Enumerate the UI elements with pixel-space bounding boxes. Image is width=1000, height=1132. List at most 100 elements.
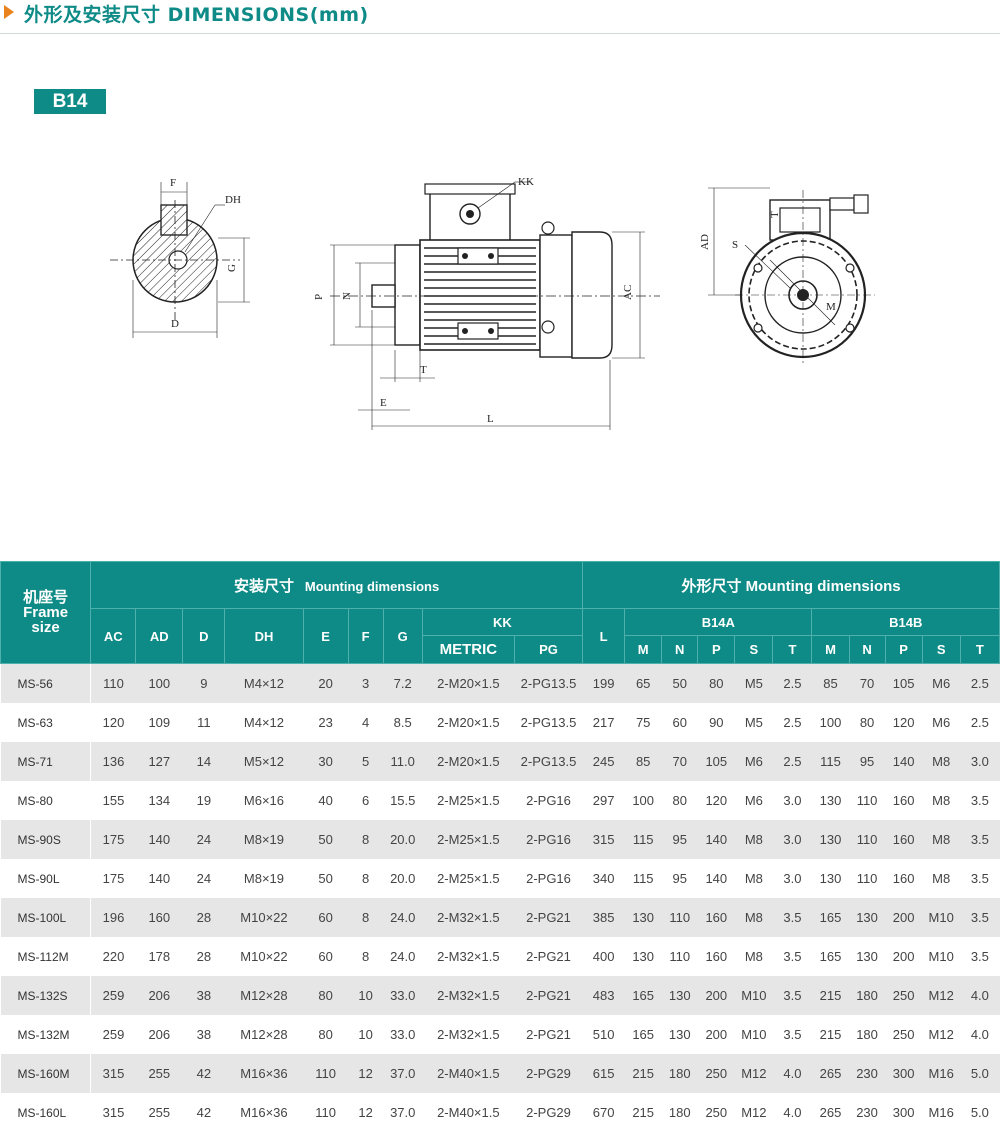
cell-bs: M8 bbox=[922, 781, 960, 820]
cell-l: 670 bbox=[583, 1093, 625, 1132]
cell-ap: 200 bbox=[698, 976, 735, 1015]
cell-f: 12 bbox=[348, 1054, 383, 1093]
cell-an: 110 bbox=[662, 937, 698, 976]
cell-bn: 230 bbox=[849, 1093, 885, 1132]
cell-ad: 127 bbox=[136, 742, 183, 781]
cell-ad: 255 bbox=[136, 1054, 183, 1093]
cell-bm: 165 bbox=[812, 898, 849, 937]
triangle-bullet-icon bbox=[4, 5, 14, 19]
cell-d: 24 bbox=[183, 859, 225, 898]
cell-ad: 134 bbox=[136, 781, 183, 820]
col-b14b: B14B bbox=[812, 609, 1000, 636]
outline-dimensions-header: 外形尺寸 Mounting dimensions bbox=[583, 562, 1000, 609]
cell-g: 7.2 bbox=[383, 664, 422, 704]
cell-f: 4 bbox=[348, 703, 383, 742]
cell-bn: 110 bbox=[849, 859, 885, 898]
cell-at: 3.5 bbox=[773, 937, 812, 976]
cell-l: 315 bbox=[583, 820, 625, 859]
cell-dh: M12×28 bbox=[225, 1015, 303, 1054]
cell-am: 75 bbox=[625, 703, 662, 742]
shaft-dh-label: DH bbox=[225, 194, 241, 206]
cell-dh: M16×36 bbox=[225, 1093, 303, 1132]
cell-bn: 80 bbox=[849, 703, 885, 742]
cell-bt: 2.5 bbox=[960, 703, 999, 742]
cell-an: 130 bbox=[662, 976, 698, 1015]
cell-d: 11 bbox=[183, 703, 225, 742]
cell-metric: 2-M25×1.5 bbox=[422, 820, 514, 859]
side-l-label: L bbox=[487, 413, 494, 425]
cell-ac: 155 bbox=[91, 781, 136, 820]
cell-f: 8 bbox=[348, 898, 383, 937]
cell-d: 14 bbox=[183, 742, 225, 781]
cell-bn: 180 bbox=[849, 976, 885, 1015]
cell-f: 8 bbox=[348, 820, 383, 859]
cell-ad: 140 bbox=[136, 820, 183, 859]
cell-as: M8 bbox=[735, 859, 773, 898]
cell-d: 24 bbox=[183, 820, 225, 859]
mounting-dimensions-header: 安装尺寸 Mounting dimensions bbox=[91, 562, 583, 609]
cell-ac: 175 bbox=[91, 859, 136, 898]
cell-bt: 5.0 bbox=[960, 1054, 999, 1093]
col-b14b-m: M bbox=[812, 636, 849, 664]
cell-bs: M6 bbox=[922, 664, 960, 704]
cell-g: 11.0 bbox=[383, 742, 422, 781]
motor-dimension-drawing: F DH G D bbox=[0, 160, 1000, 440]
col-ad: AD bbox=[136, 609, 183, 664]
cell-bm: 130 bbox=[812, 781, 849, 820]
cell-as: M8 bbox=[735, 937, 773, 976]
cell-as: M10 bbox=[735, 976, 773, 1015]
cell-bt: 3.5 bbox=[960, 859, 999, 898]
cell-bm: 265 bbox=[812, 1054, 849, 1093]
cell-bs: M10 bbox=[922, 937, 960, 976]
cell-d: 42 bbox=[183, 1093, 225, 1132]
frame-size-cell: MS-100L bbox=[1, 898, 91, 937]
cell-ac: 220 bbox=[91, 937, 136, 976]
cell-as: M5 bbox=[735, 703, 773, 742]
cell-ad: 100 bbox=[136, 664, 183, 704]
cell-bp: 250 bbox=[885, 976, 922, 1015]
cell-bt: 2.5 bbox=[960, 664, 999, 704]
cell-pg: 2-PG21 bbox=[514, 1015, 582, 1054]
cell-at: 3.0 bbox=[773, 859, 812, 898]
cell-ap: 80 bbox=[698, 664, 735, 704]
cell-g: 8.5 bbox=[383, 703, 422, 742]
frame-size-cell: MS-132M bbox=[1, 1015, 91, 1054]
cell-e: 50 bbox=[303, 859, 348, 898]
cell-g: 20.0 bbox=[383, 820, 422, 859]
cell-ap: 160 bbox=[698, 937, 735, 976]
cell-pg: 2-PG29 bbox=[514, 1093, 582, 1132]
col-b14b-t: T bbox=[960, 636, 999, 664]
cell-pg: 2-PG21 bbox=[514, 898, 582, 937]
cell-g: 37.0 bbox=[383, 1054, 422, 1093]
cell-bt: 5.0 bbox=[960, 1093, 999, 1132]
cell-at: 2.5 bbox=[773, 742, 812, 781]
cell-bn: 130 bbox=[849, 937, 885, 976]
cell-ad: 160 bbox=[136, 898, 183, 937]
cell-f: 10 bbox=[348, 1015, 383, 1054]
cell-d: 42 bbox=[183, 1054, 225, 1093]
col-g: G bbox=[383, 609, 422, 664]
cell-bt: 3.5 bbox=[960, 781, 999, 820]
cell-as: M8 bbox=[735, 898, 773, 937]
cell-g: 37.0 bbox=[383, 1093, 422, 1132]
cell-ac: 136 bbox=[91, 742, 136, 781]
cell-bm: 165 bbox=[812, 937, 849, 976]
col-b14a-n: N bbox=[662, 636, 698, 664]
cell-d: 19 bbox=[183, 781, 225, 820]
cell-pg: 2-PG21 bbox=[514, 976, 582, 1015]
col-f: F bbox=[348, 609, 383, 664]
cell-ac: 196 bbox=[91, 898, 136, 937]
cell-am: 130 bbox=[625, 937, 662, 976]
cell-e: 50 bbox=[303, 820, 348, 859]
cell-at: 4.0 bbox=[773, 1054, 812, 1093]
col-d: D bbox=[183, 609, 225, 664]
frame-size-cell: MS-63 bbox=[1, 703, 91, 742]
cell-bp: 105 bbox=[885, 664, 922, 704]
cell-at: 3.0 bbox=[773, 820, 812, 859]
